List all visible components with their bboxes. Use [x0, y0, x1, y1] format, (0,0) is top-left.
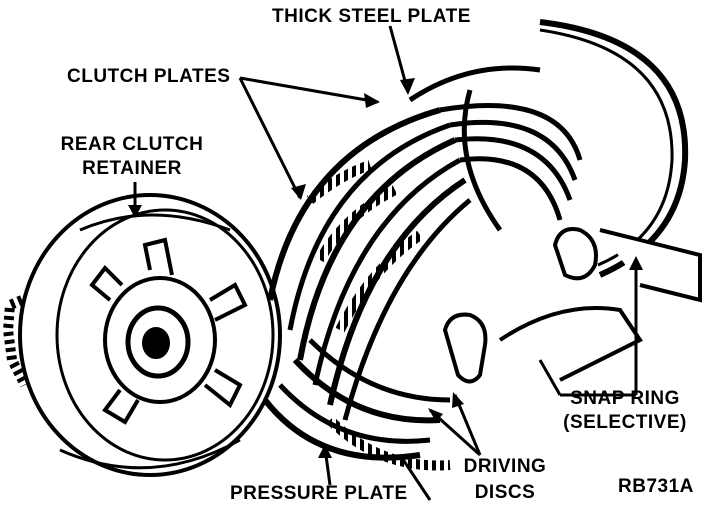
snap-ring-label-line2: (SELECTIVE): [563, 412, 687, 433]
driving-discs-label-line1: DRIVING: [463, 456, 547, 477]
rear-clutch-retainer-label-line2: RETAINER: [82, 158, 182, 179]
figure-code-label: RB731A: [618, 476, 694, 497]
snap-ring-label-line1: SNAP RING: [570, 388, 680, 409]
rear-clutch-retainer: [2, 193, 282, 477]
driving-discs-label-line2: DISCS: [474, 482, 536, 503]
rear-clutch-retainer-label-line1: REAR CLUTCH: [60, 134, 204, 155]
leader-lines: [133, 25, 638, 501]
clutch-plates-label: CLUTCH PLATES: [67, 66, 231, 87]
arrow-heads: [128, 78, 643, 458]
pressure-plate-label: PRESSURE PLATE: [230, 483, 408, 504]
hands: [442, 227, 702, 384]
clutch-plate-stack: [262, 65, 583, 471]
thick-steel-plate-label: THICK STEEL PLATE: [272, 6, 471, 27]
